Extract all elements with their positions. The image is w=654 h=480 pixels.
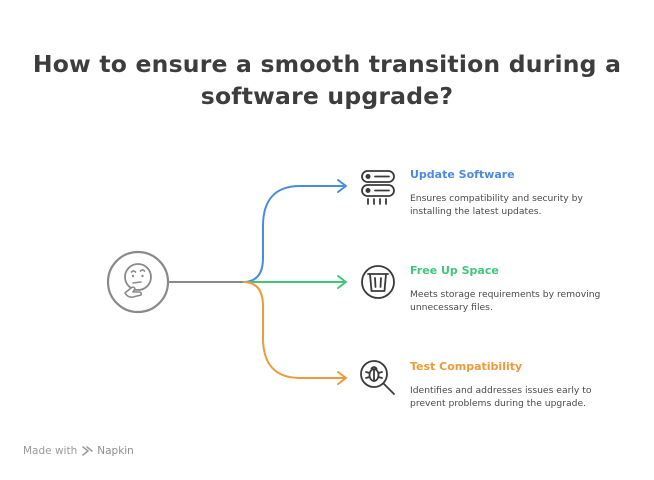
arrowhead-test: [337, 371, 347, 385]
footer-attribution: Made with Napkin: [23, 445, 134, 457]
branch-title-space: Free Up Space: [410, 264, 499, 277]
arrowhead-space: [337, 275, 347, 289]
footer-brand: Napkin: [97, 445, 134, 457]
server-icon: [361, 170, 395, 205]
arrowhead-update: [337, 179, 347, 193]
branch-description-space: Meets storage requirements by removing u…: [410, 289, 601, 313]
branch-description-update: Ensures compatibility and security by in…: [410, 193, 583, 217]
bug-search-icon: [360, 360, 395, 395]
title-line-2: software upgrade?: [200, 82, 454, 110]
thinking-face-icon: [106, 250, 170, 314]
footer-made-with: Made with: [23, 445, 78, 457]
branch-title-update: Update Software: [410, 168, 515, 181]
napkin-logo-icon: [82, 446, 93, 456]
branch-connector-test: [242, 281, 346, 379]
title-line-1: How to ensure a smooth transition during…: [32, 50, 622, 78]
trash-bin-icon: [361, 265, 395, 299]
branch-connector-update: [242, 185, 346, 283]
branch-description-test: Identifies and addresses issues early to…: [410, 385, 592, 409]
diagram-title: How to ensure a smooth transition during…: [0, 48, 654, 112]
branch-title-test: Test Compatibility: [410, 360, 523, 373]
